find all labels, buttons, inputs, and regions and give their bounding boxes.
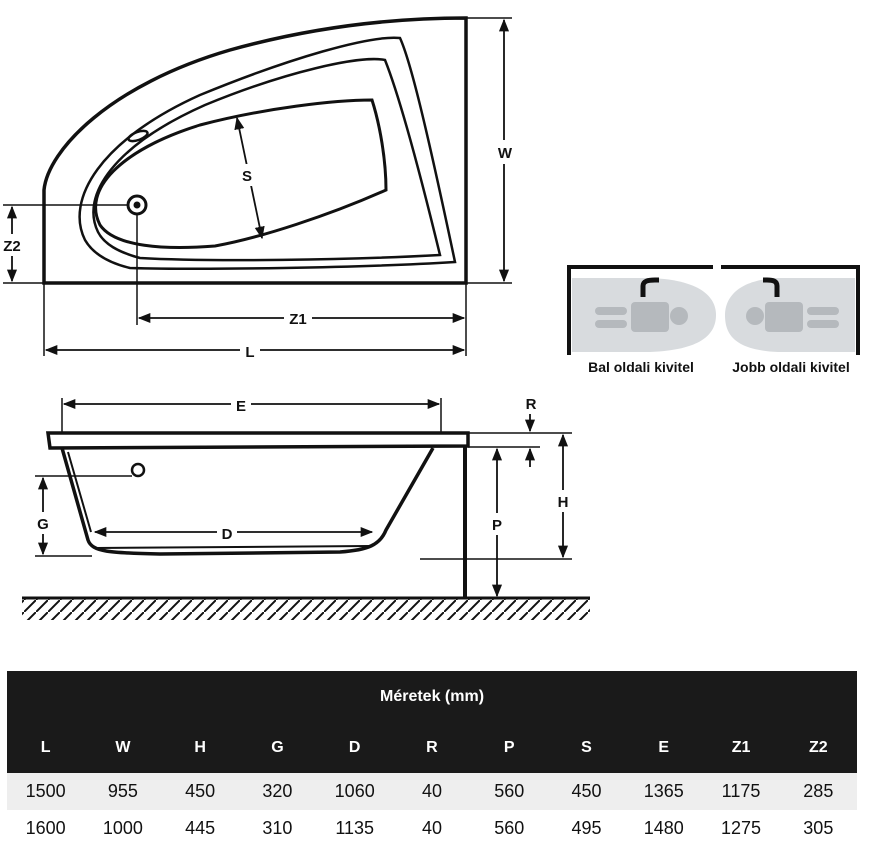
table-cell: 1480 — [625, 810, 703, 847]
tub-side-inner — [67, 451, 371, 549]
column-header: Z1 — [702, 722, 780, 773]
bathtub-plan-view: S W Z2 Z1 L — [0, 16, 516, 362]
table-cell: 1500 — [7, 773, 85, 810]
dim-l-label: L — [245, 344, 254, 361]
table-cell: 305 — [779, 810, 857, 847]
tub-outer-rim — [42, 16, 468, 285]
table-cell: 560 — [470, 810, 548, 847]
dim-d-label: D — [222, 526, 233, 543]
variant-left-caption: Bal oldali kivitel — [588, 359, 694, 375]
dim-w-label: W — [498, 145, 513, 162]
table-cell: 1600 — [7, 810, 85, 847]
faucet-icon — [763, 277, 780, 297]
table-cell: 450 — [547, 773, 626, 810]
column-header: G — [238, 722, 317, 773]
table-cell: 1365 — [625, 773, 703, 810]
tub-side-body — [60, 447, 435, 556]
column-header: E — [625, 722, 703, 773]
column-header: P — [470, 722, 548, 773]
overflow-hole — [127, 129, 149, 143]
table-cell: 450 — [161, 773, 239, 810]
column-header: L — [7, 722, 85, 773]
table-cell: 285 — [779, 773, 857, 810]
table-title: Méretek (mm) — [7, 671, 857, 722]
variant-right-caption: Jobb oldali kivitel — [732, 359, 849, 375]
column-header: W — [84, 722, 162, 773]
column-header: Z2 — [779, 722, 857, 773]
tub-deck-line — [78, 36, 457, 270]
column-header: R — [393, 722, 471, 773]
table-cell: 40 — [393, 773, 471, 810]
tub-side-rim — [46, 431, 470, 450]
table-cell: 445 — [161, 810, 239, 847]
drain-inner — [133, 201, 141, 209]
technical-drawing: S W Z2 Z1 L Bal oldali kivitel — [0, 16, 860, 620]
table-cell: 495 — [547, 810, 626, 847]
dim-s-label: S — [242, 168, 252, 185]
column-header: D — [316, 722, 394, 773]
dim-z1-label: Z1 — [289, 311, 307, 328]
side-drain — [130, 462, 146, 478]
variant-icon-right: Jobb oldali kivitel — [721, 265, 860, 375]
faucet-icon — [640, 277, 659, 297]
tub-basin — [94, 98, 388, 249]
dim-h-label: H — [558, 494, 569, 511]
table-cell: 1175 — [702, 773, 780, 810]
table-cell: 320 — [238, 773, 317, 810]
dim-z2-label: Z2 — [3, 238, 21, 255]
floor-hatching — [22, 598, 590, 620]
dim-e-label: E — [236, 398, 246, 415]
table-cell: 310 — [238, 810, 317, 847]
tub-inner-rim — [92, 57, 442, 262]
table-cell: 40 — [393, 810, 471, 847]
dim-g-label: G — [37, 516, 49, 533]
column-header: S — [547, 722, 626, 773]
bathtub-side-view: E R H P G D — [22, 394, 590, 620]
table-cell: 1275 — [702, 810, 780, 847]
table-cell: 560 — [470, 773, 548, 810]
dim-r-label: R — [526, 396, 537, 413]
variant-icon-left: Bal oldali kivitel — [567, 265, 716, 375]
table-cell: 955 — [84, 773, 162, 810]
table-cell: 1135 — [316, 810, 394, 847]
column-header: H — [161, 722, 239, 773]
table-cell: 1000 — [84, 810, 162, 847]
table-cell: 1060 — [316, 773, 394, 810]
dim-p-label: P — [492, 517, 502, 534]
